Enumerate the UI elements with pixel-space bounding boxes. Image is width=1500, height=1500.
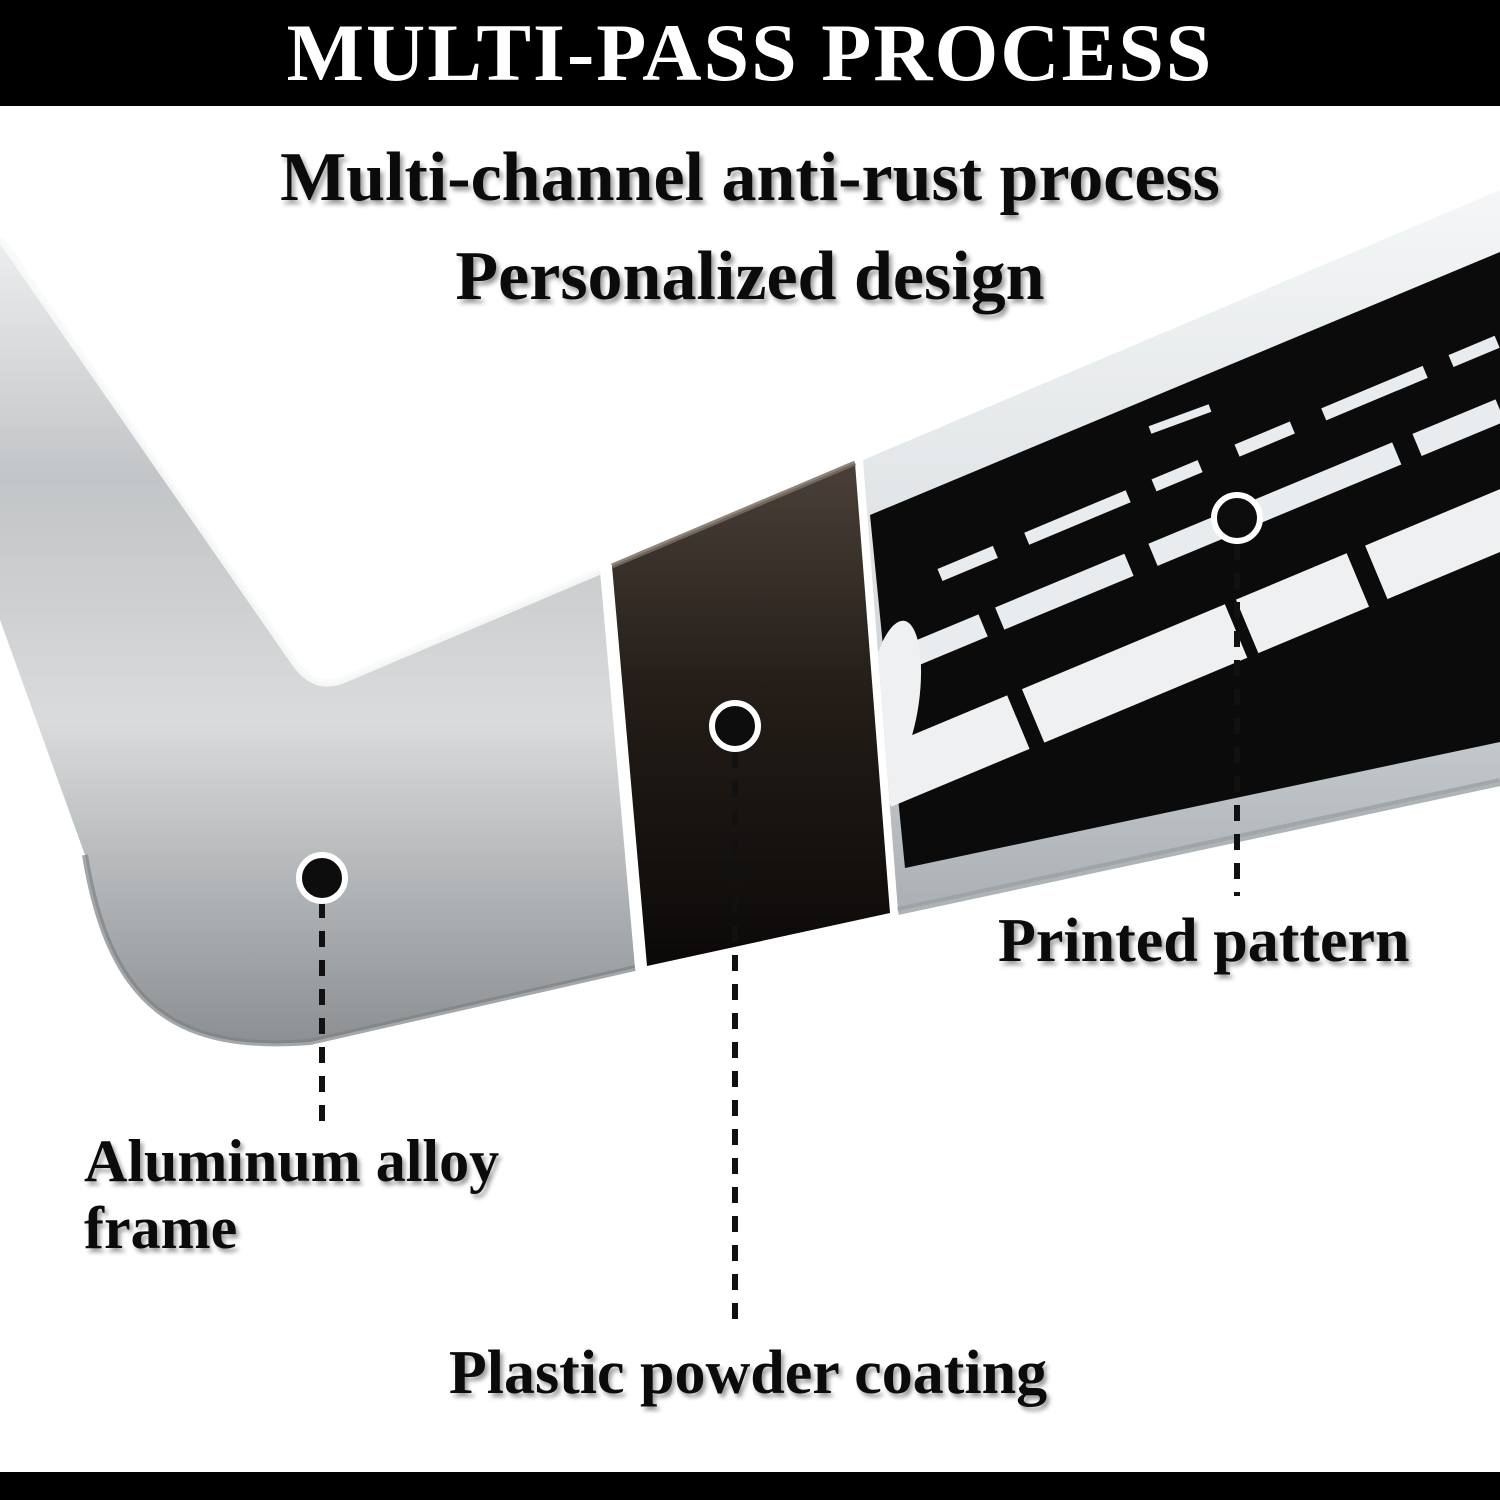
- callout-aluminum: [296, 852, 348, 1122]
- label-plastic-powder-coating: Plastic powder coating: [448, 1339, 1048, 1407]
- intro-line-1: Multi-channel anti-rust process: [280, 139, 1220, 216]
- page-title: MULTI-PASS PROCESS: [286, 7, 1214, 98]
- title-bar: MULTI-PASS PROCESS: [0, 0, 1500, 106]
- label-printed-pattern: Printed pattern: [998, 907, 1410, 975]
- bottom-bar: [0, 1472, 1500, 1500]
- intro-text: Multi-channel anti-rust process Personal…: [0, 128, 1500, 327]
- intro-line-2: Personalized design: [455, 238, 1045, 316]
- callout-dot-aluminum: [296, 852, 348, 904]
- callout-coating: [709, 700, 761, 1326]
- label-aluminum-alloy-frame: Aluminum alloy frame: [84, 1128, 500, 1262]
- callout-dot-pattern: [1211, 492, 1263, 544]
- callout-pattern: [1211, 492, 1263, 896]
- printed-pattern-segment: [863, 190, 1500, 915]
- callout-dot-coating: [709, 700, 761, 752]
- aluminum-frame-segment: [0, 236, 636, 1047]
